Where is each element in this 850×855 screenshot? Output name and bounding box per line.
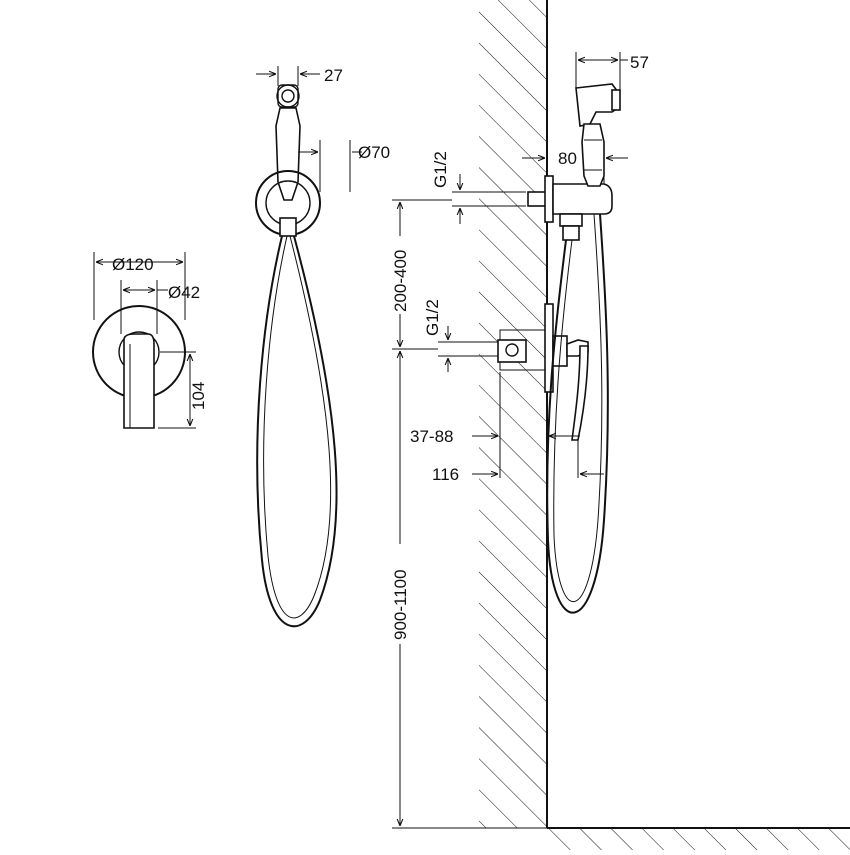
mixer-front-view	[92, 305, 186, 429]
spray-depth-label: 57	[630, 53, 649, 72]
embed-depth-label: 37-88	[410, 427, 453, 446]
wall-outlet-side-view	[527, 175, 613, 241]
handle-diameter-label: Ø42	[168, 283, 200, 302]
mixer-projection-dimension: 116	[432, 465, 604, 484]
lower-thread-label: G1/2	[423, 299, 442, 336]
hose-side-view	[546, 213, 609, 614]
upper-thread-label: G1/2	[431, 151, 450, 188]
wall-section	[479, 0, 850, 850]
mixer-projection-label: 116	[432, 465, 459, 484]
spray-width-dimension: 27	[256, 66, 343, 86]
outlet-spacing-label: 200-400	[391, 250, 410, 312]
lower-thread-dimension: G1/2	[423, 299, 498, 372]
spray-depth-dimension: 57	[575, 52, 649, 90]
spray-width-label: 27	[324, 66, 343, 85]
upper-thread-dimension: G1/2	[431, 151, 526, 224]
plate-diameter-dimension: Ø120	[93, 252, 186, 320]
hand-spray-front-view	[255, 84, 338, 628]
holder-offset-label: 80	[558, 149, 577, 168]
holder-diameter-dimension: Ø70	[298, 140, 390, 192]
holder-diameter-label: Ø70	[358, 143, 390, 162]
handle-length-label: 104	[189, 382, 208, 410]
embed-depth-dimension: 37-88	[410, 372, 580, 478]
holder-offset-dimension: 80	[522, 149, 628, 184]
mixer-side-view	[497, 303, 589, 441]
plate-diameter-label: Ø120	[112, 255, 154, 274]
mount-height-dimension: 900-1100	[388, 351, 547, 829]
outlet-spacing-dimension: 200-400	[388, 199, 452, 350]
hand-spray-side-view	[575, 83, 621, 187]
handle-length-dimension: 104	[158, 351, 208, 429]
mount-height-label: 900-1100	[391, 569, 410, 640]
handle-diameter-dimension: Ø42	[120, 280, 200, 334]
